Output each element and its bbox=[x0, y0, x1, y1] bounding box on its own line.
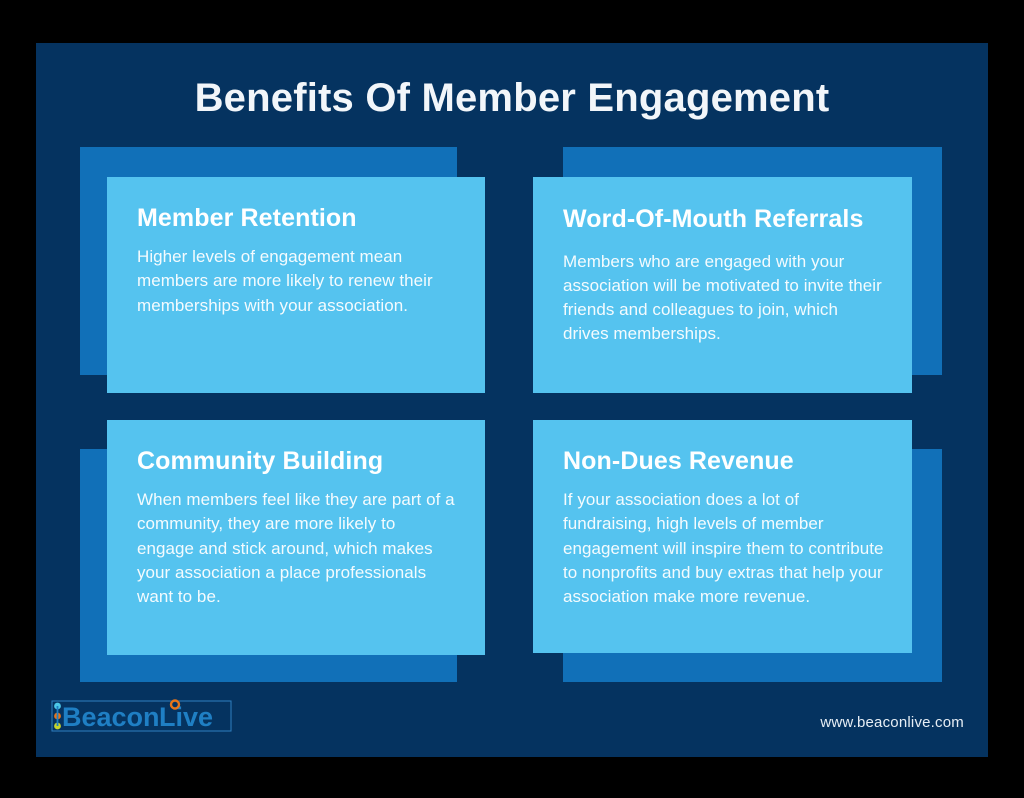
beaconlive-logo[interactable]: Beacon Live bbox=[49, 695, 249, 739]
logo-wordmark-live: Live bbox=[159, 702, 213, 732]
card-title-community-building: Community Building bbox=[137, 447, 384, 475]
card-text-community-building: When members feel like they are part of … bbox=[137, 490, 455, 606]
card-title-word-of-mouth-referrals: Word-Of-Mouth Referrals bbox=[563, 205, 864, 233]
infographic-canvas: Benefits Of Member Engagement Member Ret… bbox=[36, 43, 988, 757]
beaconlive-logo-graphic: Beacon Live bbox=[51, 699, 232, 732]
card-body-member-retention: Member Retention Higher levels of engage… bbox=[107, 177, 485, 393]
card-body-community-building: Community Building When members feel lik… bbox=[107, 420, 485, 655]
card-text-word-of-mouth-referrals: Members who are engaged with your associ… bbox=[563, 252, 882, 344]
beacon-stem-icon bbox=[56, 706, 59, 726]
logo-wordmark-beacon: Beacon bbox=[62, 702, 160, 732]
beacon-ring-center-icon bbox=[173, 703, 177, 706]
card-text-member-retention: Higher levels of engagement mean members… bbox=[137, 247, 433, 315]
card-body-non-dues-revenue: Non-Dues Revenue If your association doe… bbox=[533, 420, 912, 653]
logo-selection-box bbox=[51, 700, 232, 732]
card-title-member-retention: Member Retention bbox=[137, 204, 357, 232]
card-body-word-of-mouth-referrals: Word-Of-Mouth Referrals Members who are … bbox=[533, 177, 912, 393]
page-title: Benefits Of Member Engagement bbox=[194, 76, 830, 120]
footer-website-url[interactable]: www.beaconlive.com bbox=[820, 714, 964, 731]
card-text-non-dues-revenue: If your association does a lot of fundra… bbox=[563, 490, 884, 606]
card-title-non-dues-revenue: Non-Dues Revenue bbox=[563, 447, 794, 475]
beacon-ring-icon bbox=[169, 699, 181, 710]
